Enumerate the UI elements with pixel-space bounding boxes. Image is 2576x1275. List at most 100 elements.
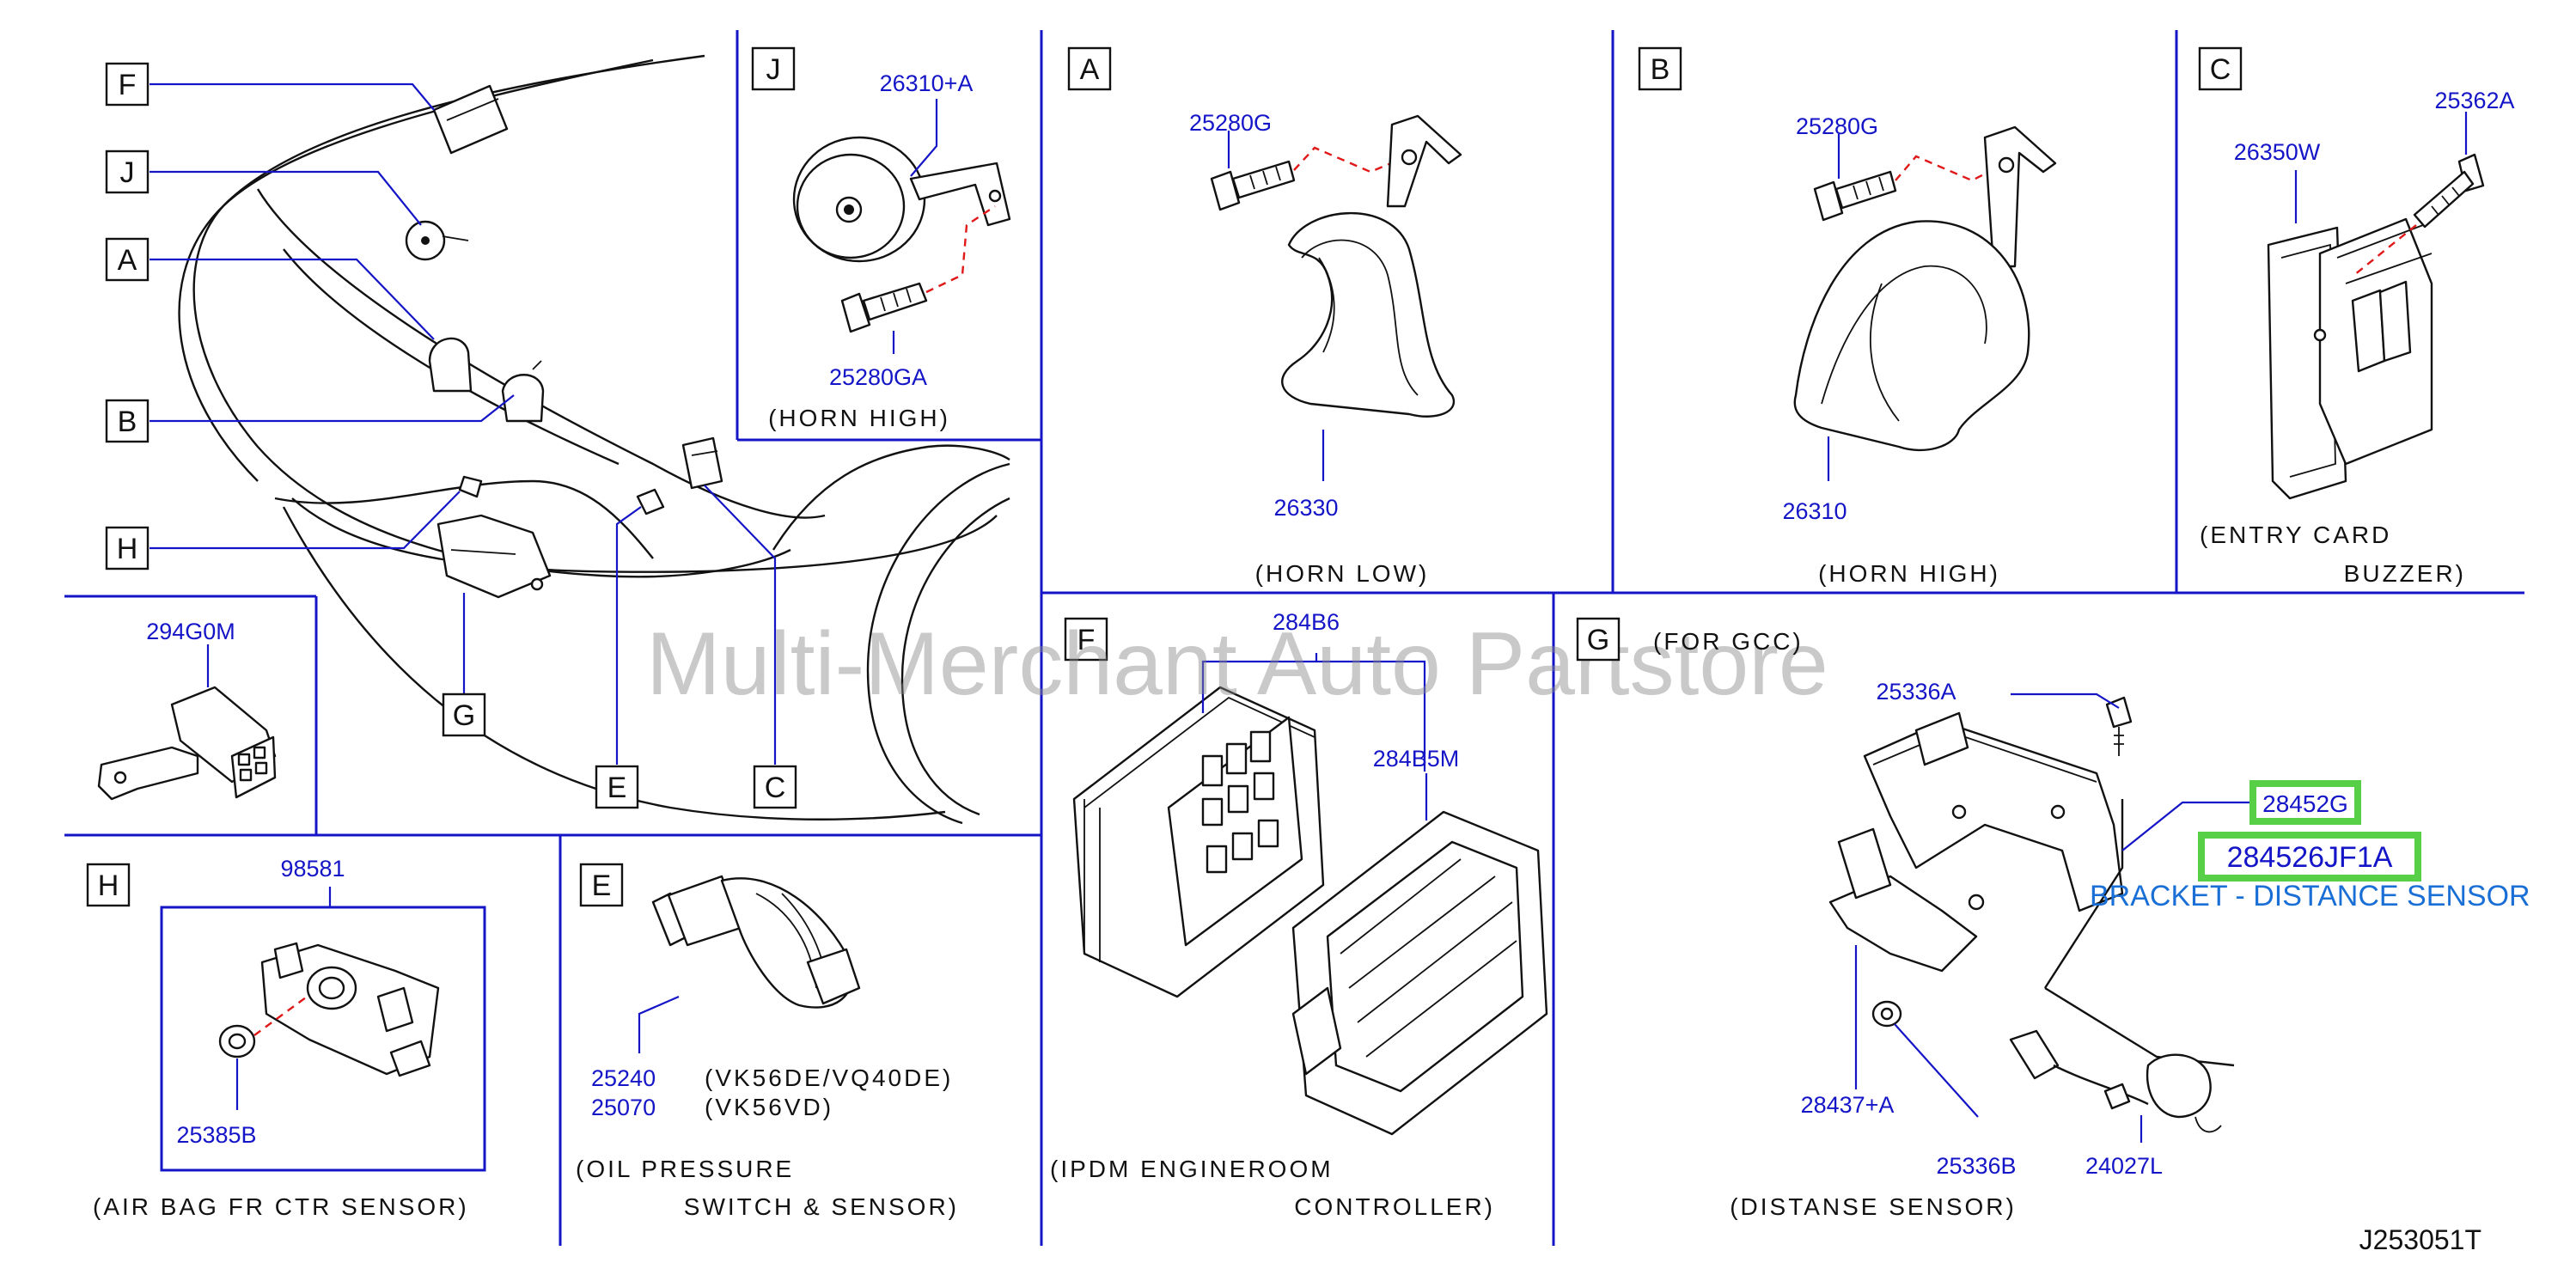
oil-pressure-switch-drawing	[651, 875, 861, 1009]
callout-E[interactable]: E	[595, 765, 639, 809]
section-H-letter-box	[86, 863, 131, 907]
svg-text:J: J	[120, 156, 135, 189]
distance-sensor-small-part	[436, 514, 552, 599]
callout-G[interactable]: G	[442, 692, 486, 737]
bolt-25280G-A-drawing	[1210, 160, 1296, 211]
part-number-25070[interactable]: 25070	[591, 1095, 656, 1120]
section-A-letter-box	[1067, 46, 1112, 91]
caption-horn-high-B: (HORN HIGH)	[1818, 560, 2000, 587]
callout-C[interactable]: C	[753, 765, 797, 809]
nut-25336B-drawing	[1871, 1000, 1902, 1028]
diagram-code: J253051T	[2359, 1224, 2481, 1255]
air-bag-sensor-frame	[160, 906, 486, 1172]
entry-card-buzzer-26350W-drawing	[2267, 217, 2433, 500]
part-number-25280G-A[interactable]: 25280G	[1189, 110, 1272, 136]
section-dividers	[64, 30, 2524, 1246]
annotation-bracket-distance-sensor: BRACKET - DISTANCE SENSOR	[2090, 880, 2530, 912]
section-G-letter-box	[1576, 617, 1621, 662]
svg-text:F: F	[119, 69, 137, 101]
horn-low-26330-drawing	[1281, 114, 1462, 418]
section-E: E 25240 (VK56DE/VQ40DE) 25070 (VK56VD) (…	[576, 863, 959, 1220]
svg-text:284526JF1A: 284526JF1A	[2227, 841, 2393, 874]
highlighted-part-28452G[interactable]: 28452G	[2249, 780, 2361, 825]
callout-F[interactable]: F	[105, 62, 150, 107]
part-number-26350W[interactable]: 26350W	[2234, 139, 2321, 165]
part-number-26310[interactable]: 26310	[1782, 498, 1847, 524]
vehicle-overview: F J A B H G E C	[105, 54, 1010, 825]
callout-H[interactable]: H	[105, 526, 150, 570]
part-number-284B6[interactable]: 284B6	[1273, 609, 1340, 635]
bolt-25280GA-drawing	[840, 282, 928, 333]
part-number-25336B[interactable]: 25336B	[1936, 1153, 2016, 1179]
ipdm-frame-284B5M-drawing	[1291, 810, 1548, 1136]
part-number-284B5M[interactable]: 284B5M	[1373, 746, 1460, 772]
caption-entry-card: (ENTRY CARD	[2200, 522, 2391, 548]
section-G-letter: G	[1587, 624, 1609, 656]
section-J: J 26310+A 25280GA (HORN HIGH)	[751, 46, 1011, 431]
part-number-25280GA[interactable]: 25280GA	[829, 364, 927, 390]
section-B-letter: B	[1651, 53, 1670, 86]
part-number-25336A[interactable]: 25336A	[1876, 679, 1956, 705]
svg-text:H: H	[117, 533, 138, 565]
distance-sensor-bracket-drawing	[1828, 711, 2235, 1067]
horn-high-26310-B-drawing	[1793, 125, 2057, 452]
module-294G0M-drawing	[97, 686, 277, 801]
nut-25385B-drawing	[218, 1024, 256, 1058]
caption-horn-high-J: (HORN HIGH)	[768, 405, 950, 431]
svg-text:28452G: 28452G	[2262, 790, 2348, 817]
bolt-25280G-B-drawing	[1813, 170, 1897, 222]
variant-vk56vd: (VK56VD)	[705, 1094, 833, 1120]
distance-sensor-24027L-drawing	[2009, 1029, 2222, 1133]
section-H-letter: H	[98, 869, 119, 902]
section-F-letter: F	[1077, 624, 1096, 656]
callout-B[interactable]: B	[105, 399, 150, 443]
svg-text:C: C	[765, 772, 786, 804]
horn-high-small-part	[405, 220, 469, 261]
part-number-25240[interactable]: 25240	[591, 1065, 656, 1091]
svg-text:A: A	[118, 244, 137, 277]
air-bag-sensor-small-part	[458, 475, 483, 498]
section-B: B 25280G 26310 (HORN HIGH)	[1638, 46, 2057, 587]
caption-distanse-sensor: (DISTANSE SENSOR)	[1730, 1193, 2017, 1220]
caption-switch-sensor: SWITCH & SENSOR)	[684, 1193, 959, 1220]
entry-buzzer-small-part	[681, 436, 723, 490]
note-for-gcc: (FOR GCC)	[1653, 628, 1804, 655]
part-number-28437-A[interactable]: 28437+A	[1801, 1092, 1895, 1118]
section-A-letter: A	[1080, 53, 1100, 86]
section-C: C 25362A 26350W (ENTRY CARD BUZZER)	[2198, 46, 2515, 587]
part-number-25362A[interactable]: 25362A	[2434, 88, 2514, 113]
section-E-letter-box	[579, 863, 624, 907]
callout-A[interactable]: A	[105, 237, 150, 282]
part-number-26310-A[interactable]: 26310+A	[880, 70, 974, 96]
caption-ipdm-engineroom: (IPDM ENGINEROOM	[1050, 1156, 1334, 1182]
horn-high-b-small-part	[501, 360, 545, 423]
horn-low-small-part	[428, 337, 473, 393]
part-number-25280G-B[interactable]: 25280G	[1796, 113, 1878, 139]
highlighted-part-284526JF1A[interactable]: 284526JF1A	[2198, 832, 2421, 882]
part-number-24027L[interactable]: 24027L	[2085, 1153, 2163, 1179]
horn-high-26310-drawing	[792, 136, 1011, 263]
section-294G0M: 294G0M	[97, 619, 277, 801]
variant-vk56de-vq40de: (VK56DE/VQ40DE)	[705, 1065, 953, 1091]
watermark: Multi-Merchant Auto Partstore	[646, 614, 1828, 714]
svg-text:G: G	[453, 699, 475, 732]
section-E-letter: E	[592, 869, 612, 902]
callout-J[interactable]: J	[105, 149, 150, 194]
part-number-25385B[interactable]: 25385B	[176, 1122, 256, 1148]
bolt-25362A-drawing	[2413, 153, 2485, 229]
part-number-98581[interactable]: 98581	[280, 856, 345, 882]
part-number-26330[interactable]: 26330	[1273, 495, 1338, 521]
caption-air-bag-sensor: (AIR BAG FR CTR SENSOR)	[93, 1193, 469, 1220]
section-J-letter-box	[751, 46, 796, 91]
bolt-25336A-drawing	[2105, 696, 2133, 756]
svg-text:E: E	[607, 772, 627, 804]
section-H: H 98581 25385B (AIR BAG FR CTR SENSOR)	[86, 856, 486, 1220]
section-A: A 25280G 26330 (HORN LOW)	[1067, 46, 1462, 587]
part-number-294G0M[interactable]: 294G0M	[146, 619, 235, 644]
section-C-letter-box	[2198, 46, 2243, 91]
oil-pressure-small-part	[636, 488, 665, 515]
ipdm-small-part	[432, 84, 509, 155]
ipdm-284B6-drawing	[1072, 686, 1325, 998]
section-B-letter-box	[1638, 46, 1682, 91]
